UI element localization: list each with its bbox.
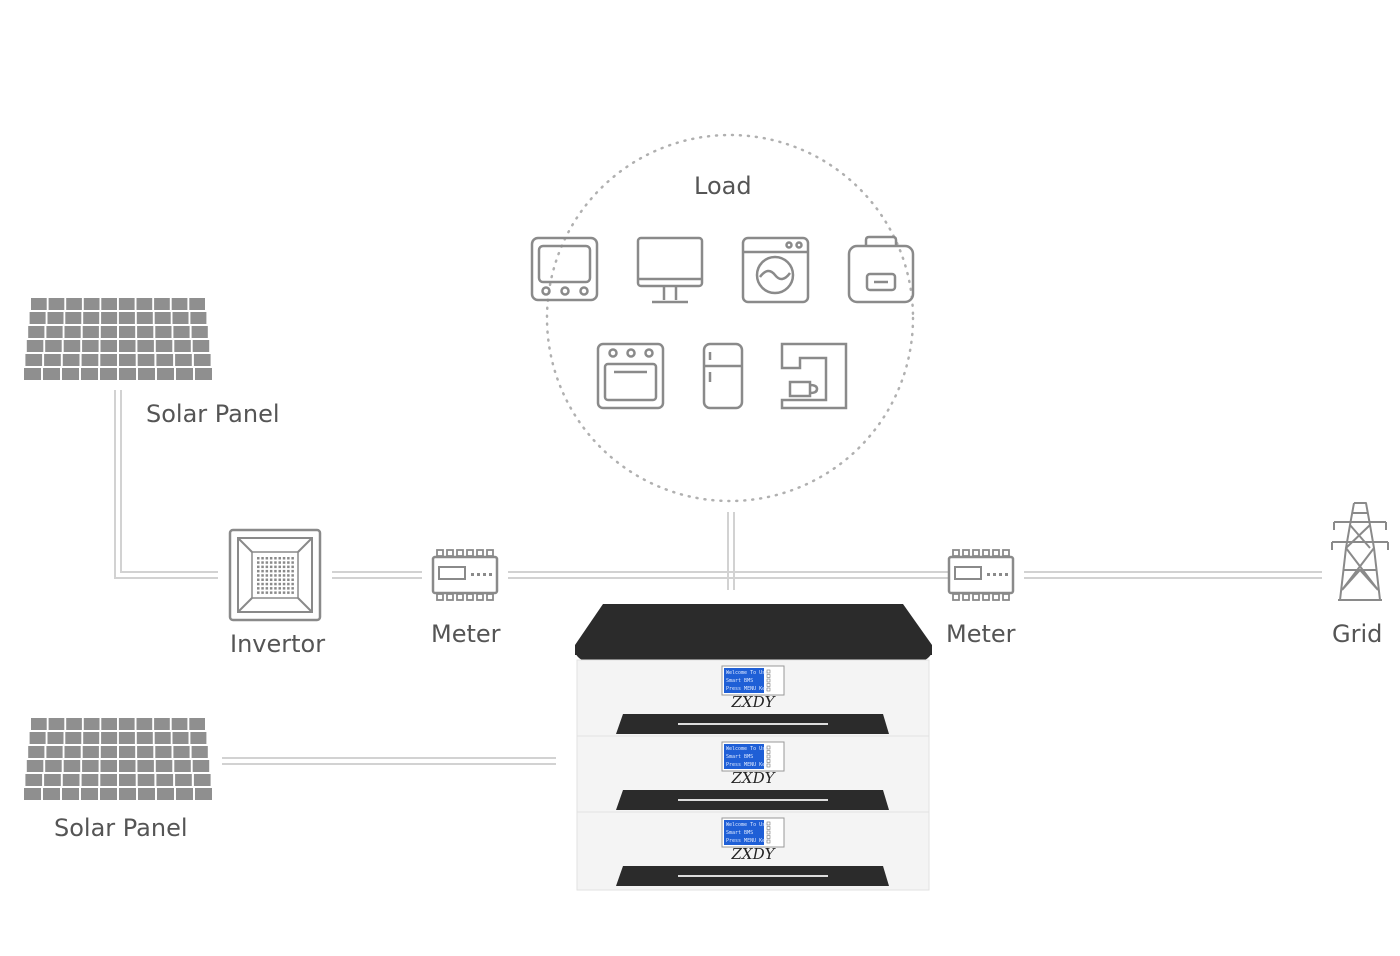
solar-panel-bottom-label: Solar Panel [54, 814, 188, 842]
lcd-text: Welcome To Use [726, 822, 768, 828]
meter-left-icon [431, 549, 499, 601]
lcd-text: Welcome To Use [726, 746, 768, 752]
lcd-text: Press MENU Key [726, 838, 768, 844]
battery-brand-label: ZXDY [730, 769, 776, 787]
lcd-text: Press MENU Key [726, 762, 768, 768]
battery-brand-label: ZXDY [730, 845, 776, 863]
invertor-label: Invertor [230, 630, 326, 658]
grid-tower-icon [1331, 502, 1389, 601]
monitor-icon [636, 236, 704, 304]
lcd-text: Welcome To Use [726, 670, 768, 676]
connection-lines [114, 390, 1322, 765]
solar-panel-top-icon [24, 298, 212, 380]
oven-icon [596, 342, 665, 410]
meter-right-icon [947, 549, 1015, 601]
rice-cooker-icon [847, 235, 915, 304]
tv-icon [530, 236, 599, 302]
load-circle [545, 133, 915, 503]
solar-panel-top-label: Solar Panel [146, 400, 280, 428]
lcd-text: Press MENU Key [726, 686, 768, 692]
invertor-icon [228, 528, 322, 622]
lcd-text: Smart BMS [726, 678, 753, 684]
lcd-text: Smart BMS [726, 830, 753, 836]
washing-machine-icon [741, 236, 810, 304]
load-label: Load [694, 172, 752, 200]
meter-right-label: Meter [946, 620, 1016, 648]
lcd-text: Smart BMS [726, 754, 753, 760]
refrigerator-icon [702, 342, 744, 410]
meter-left-label: Meter [431, 620, 501, 648]
coffee-machine-icon [780, 342, 848, 410]
solar-panel-bottom-icon [24, 718, 212, 800]
battery-brand-label: ZXDY [730, 693, 776, 711]
grid-label: Grid [1332, 620, 1383, 648]
